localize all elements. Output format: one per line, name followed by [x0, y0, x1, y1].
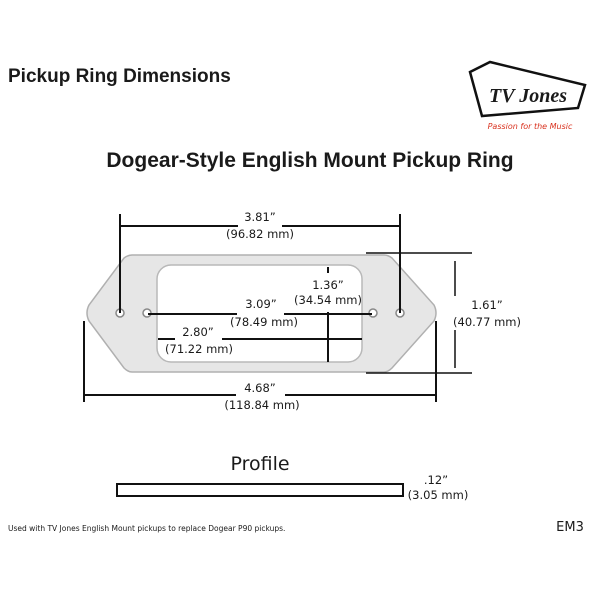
- dimension-window-width: 2.80” (71.22 mm): [158, 325, 362, 356]
- svg-text:(34.54 mm): (34.54 mm): [294, 293, 362, 307]
- svg-text:1.36”: 1.36”: [312, 278, 344, 292]
- profile-label: Profile: [230, 453, 289, 475]
- diagram-subtitle: Dogear-Style English Mount Pickup Ring: [106, 149, 513, 172]
- dimension-ring-height: 1.61” (40.77 mm): [366, 252, 521, 374]
- svg-text:2.80”: 2.80”: [182, 325, 214, 339]
- page-title: Pickup Ring Dimensions: [8, 66, 231, 87]
- svg-text:4.68”: 4.68”: [244, 381, 276, 395]
- footnote: Used with TV Jones English Mount pickups…: [8, 524, 285, 533]
- dimension-ring-length: 4.68” (118.84 mm): [83, 321, 437, 412]
- svg-text:(96.82 mm): (96.82 mm): [226, 227, 294, 241]
- svg-text:(78.49 mm): (78.49 mm): [230, 315, 298, 329]
- thickness-in: .12”: [424, 473, 448, 487]
- svg-text:(118.84 mm): (118.84 mm): [224, 398, 299, 412]
- tv-jones-logo: TV Jones Passion for the Music: [468, 60, 587, 131]
- svg-text:(71.22 mm): (71.22 mm): [165, 342, 233, 356]
- logo-tagline: Passion for the Music: [488, 122, 573, 131]
- thickness-mm: (3.05 mm): [408, 488, 469, 502]
- svg-text:1.61”: 1.61”: [471, 298, 503, 312]
- profile-shape: [116, 483, 404, 497]
- dimension-mount-hole-spacing: 3.81” (96.82 mm): [119, 210, 401, 313]
- svg-text:(40.77 mm): (40.77 mm): [453, 315, 521, 329]
- dimension-window-height: 1.36” (34.54 mm): [294, 267, 362, 362]
- logo-wordmark: TV Jones: [489, 85, 567, 107]
- pickup-ring: [86, 254, 437, 373]
- svg-text:3.81”: 3.81”: [244, 210, 276, 224]
- dimension-inner-hole-spacing: 3.09” (78.49 mm): [148, 297, 372, 329]
- model-code: EM3: [556, 520, 584, 535]
- svg-text:3.09”: 3.09”: [245, 297, 277, 311]
